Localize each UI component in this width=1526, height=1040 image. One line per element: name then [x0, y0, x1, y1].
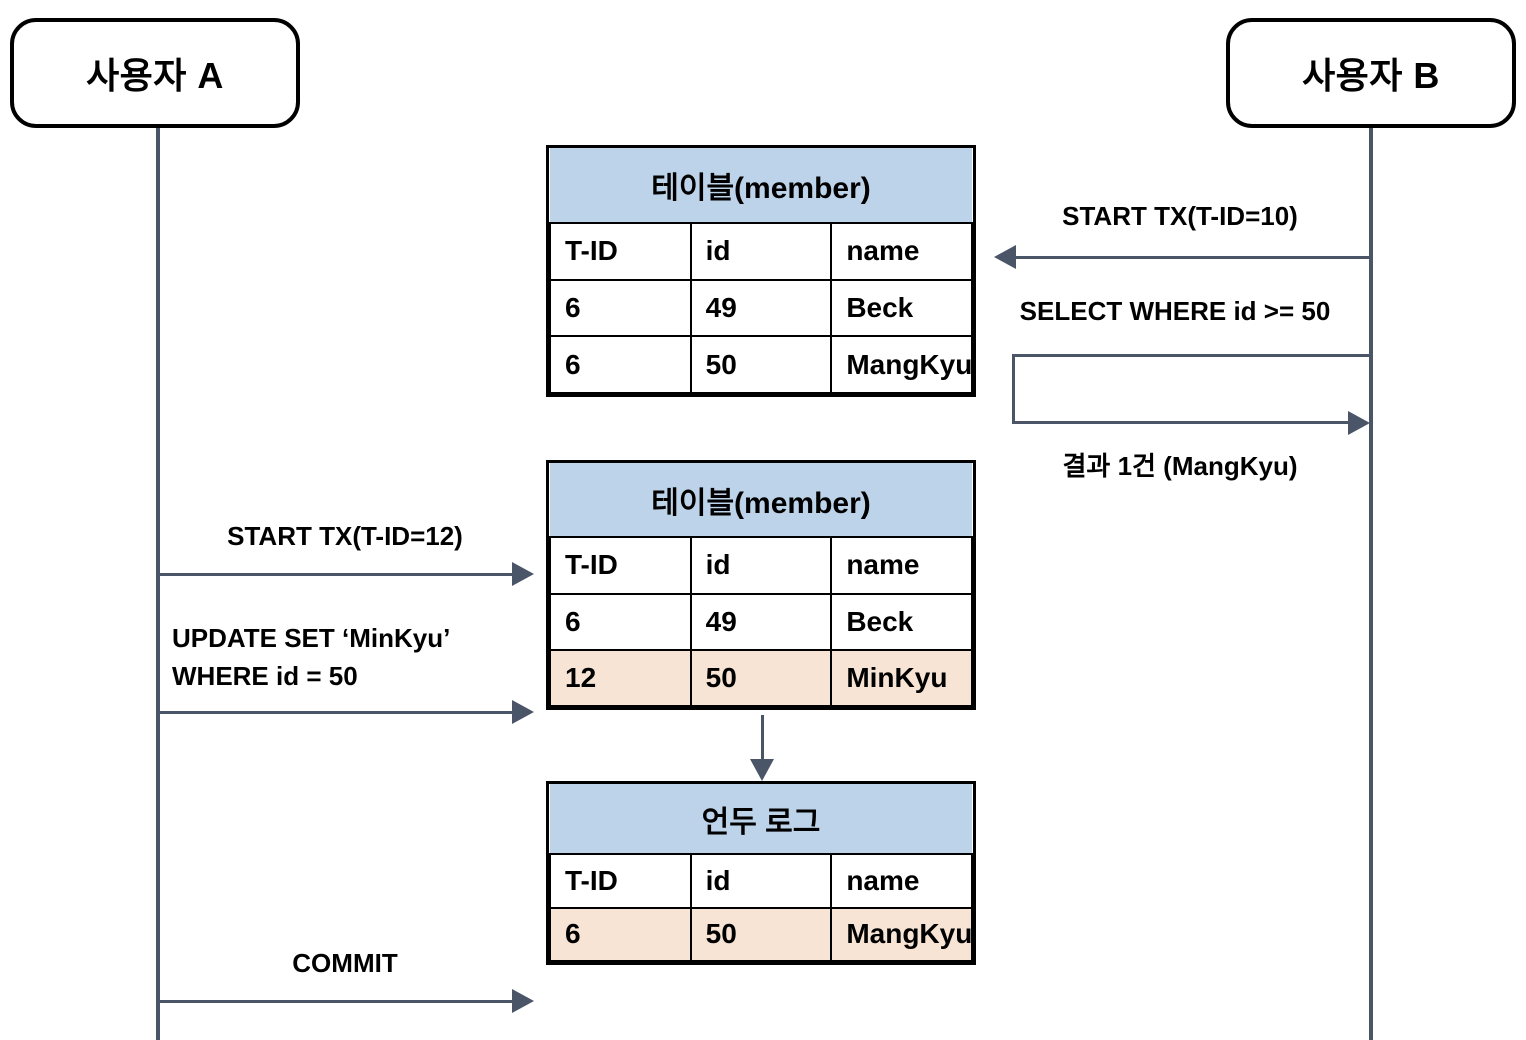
cell-tid: 6: [549, 592, 692, 651]
arrow-line-commit-a: [157, 1000, 517, 1003]
cell-name: Beck: [830, 592, 973, 651]
lifeline-user-a: [156, 128, 160, 1040]
column-header-tid: T-ID: [549, 222, 692, 281]
table-header-row: T-ID id name: [549, 222, 973, 281]
cell-name: MangKyu: [830, 335, 973, 394]
column-header-name: name: [830, 853, 973, 909]
cell-id: 50: [689, 335, 833, 394]
cell-tid: 6: [549, 335, 692, 394]
message-label-commit-a: COMMIT: [292, 948, 398, 978]
arrow-line-start-tx-a: [157, 573, 517, 576]
table-row-highlighted: 6 50 MangKyu: [549, 906, 973, 963]
return-path-bottom-segment: [1012, 421, 1352, 424]
column-header-id: id: [689, 853, 833, 909]
table-title: 언두 로그: [550, 784, 972, 856]
message-label-select-b: SELECT WHERE id >= 50: [1019, 296, 1331, 326]
column-header-tid: T-ID: [549, 536, 692, 595]
cell-name: MinKyu: [830, 648, 973, 708]
actor-label-user-b: 사용자 B: [1302, 55, 1440, 96]
cell-tid: 6: [549, 278, 692, 338]
cell-id: 49: [689, 278, 833, 338]
table-member-before: 테이블(member) T-ID id name 6 49 Beck 6 50 …: [546, 145, 976, 397]
cell-tid: 6: [549, 906, 692, 963]
arrow-head-start-tx-a: [512, 562, 534, 586]
table-header-row: T-ID id name: [549, 536, 973, 595]
arrow-head-update-a: [512, 700, 534, 724]
message-label-start-tx-b: START TX(T-ID=10): [1062, 201, 1298, 231]
actor-label-user-a: 사용자 A: [86, 55, 224, 96]
table-row-highlighted: 12 50 MinKyu: [549, 648, 973, 708]
cell-name: Beck: [830, 278, 973, 338]
table-row: 6 49 Beck: [549, 278, 973, 338]
arrow-head-table-to-undo-log: [750, 759, 774, 781]
arrow-head-result-b: [1348, 411, 1370, 435]
table-undo-log: 언두 로그 T-ID id name 6 50 MangKyu: [546, 781, 976, 965]
lifeline-user-b: [1369, 128, 1373, 1040]
column-header-id: id: [689, 222, 833, 281]
cell-tid: 12: [549, 648, 692, 708]
arrow-head-start-tx-b: [994, 245, 1016, 269]
cell-id: 50: [689, 906, 833, 963]
actor-box-user-a[interactable]: 사용자 A: [10, 18, 300, 128]
column-header-tid: T-ID: [549, 853, 692, 909]
arrow-line-update-a: [157, 711, 517, 714]
actor-box-user-b[interactable]: 사용자 B: [1226, 18, 1516, 128]
table-title: 테이블(member): [550, 148, 972, 224]
cell-id: 50: [689, 648, 833, 708]
message-label-start-tx-a: START TX(T-ID=12): [227, 521, 463, 551]
column-header-name: name: [830, 222, 973, 281]
table-member-after: 테이블(member) T-ID id name 6 49 Beck 12 50…: [546, 460, 976, 710]
cell-name: MangKyu: [830, 906, 973, 963]
table-title: 테이블(member): [550, 463, 972, 539]
arrow-line-start-tx-b: [1010, 256, 1370, 259]
table-row: 6 50 MangKyu: [549, 335, 973, 394]
cell-id: 49: [689, 592, 833, 651]
message-label-result-b: 결과 1건 (MangKyu): [1062, 451, 1298, 481]
table-header-row: T-ID id name: [549, 853, 973, 909]
column-header-name: name: [830, 536, 973, 595]
table-row: 6 49 Beck: [549, 592, 973, 651]
return-path-top-segment: [1012, 354, 1370, 357]
arrow-line-table-to-undo-log: [761, 715, 764, 763]
message-label-update-a: UPDATE SET ‘MinKyu’ WHERE id = 50: [172, 623, 451, 691]
column-header-id: id: [689, 536, 833, 595]
return-path-left-segment: [1012, 354, 1015, 424]
arrow-head-commit-a: [512, 989, 534, 1013]
